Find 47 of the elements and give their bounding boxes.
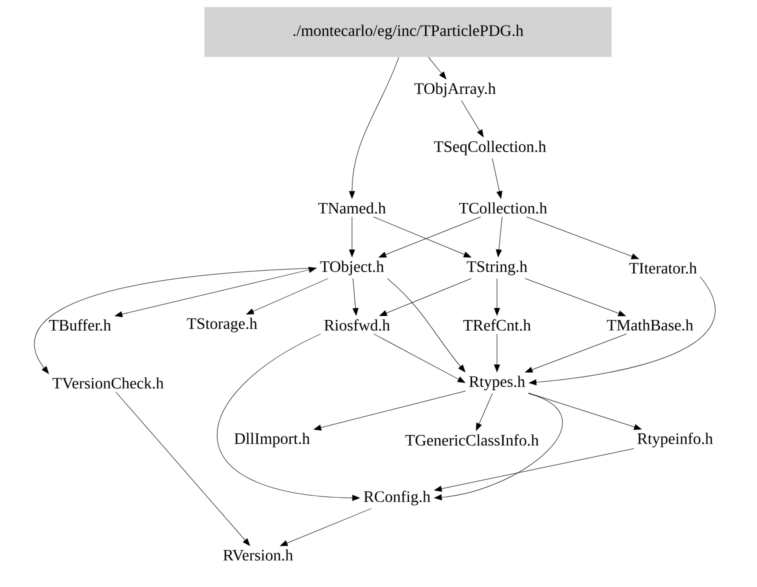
arrow [246,278,328,314]
arrow [461,100,484,138]
file-label: TVersionCheck.h [52,377,164,389]
file-label: TObjArray.h [414,82,496,98]
arrow [387,278,466,372]
file-label: TNamed.h [318,202,386,214]
arrow [528,392,642,430]
file-label: TString.h [466,260,528,276]
file-label: RVersion.h [223,549,293,561]
arrow [217,334,360,501]
file-label: RConfig.h [364,490,430,506]
arrow [374,334,466,383]
file-label: TMathBase.h [606,319,694,331]
arrow [524,278,626,316]
arrow [115,392,250,546]
arrow [492,158,502,199]
arrow [494,334,500,372]
arrow [476,393,493,431]
arrow [314,390,466,431]
file-label: TCollection.h [459,202,548,214]
file-label: TStorage.h [186,318,258,332]
file-label: TBuffer.h [49,319,111,331]
file-label: Rtypeinfo.h [637,432,713,448]
arrow [434,448,634,492]
arrow [528,276,716,386]
file-label: DllImport.h [234,432,310,448]
arrow [496,216,502,258]
file-label: TSeqCollection.h [434,140,546,156]
arrow [379,278,472,316]
file-label: Rtypes.h [469,376,526,390]
arrow [428,56,446,80]
arrow [114,266,316,318]
file-label: Riosfwd.h [324,319,390,331]
arrow [526,216,639,260]
arrow [349,56,400,199]
arrow [352,278,358,316]
file-box: ./montecarlo/eg/inc/TParticlePDG.h [204,7,612,57]
arrow [525,334,627,373]
arrow [349,216,355,258]
arrow [280,508,372,546]
file-label: TRefCnt.h [463,319,531,331]
arrow [434,393,562,500]
file-label: TIterator.h [629,262,697,274]
arrow [494,278,500,316]
file-label: TObject.h [320,260,384,276]
file-label: TGenericClassInfo.h [405,434,539,446]
arrow [34,268,317,374]
